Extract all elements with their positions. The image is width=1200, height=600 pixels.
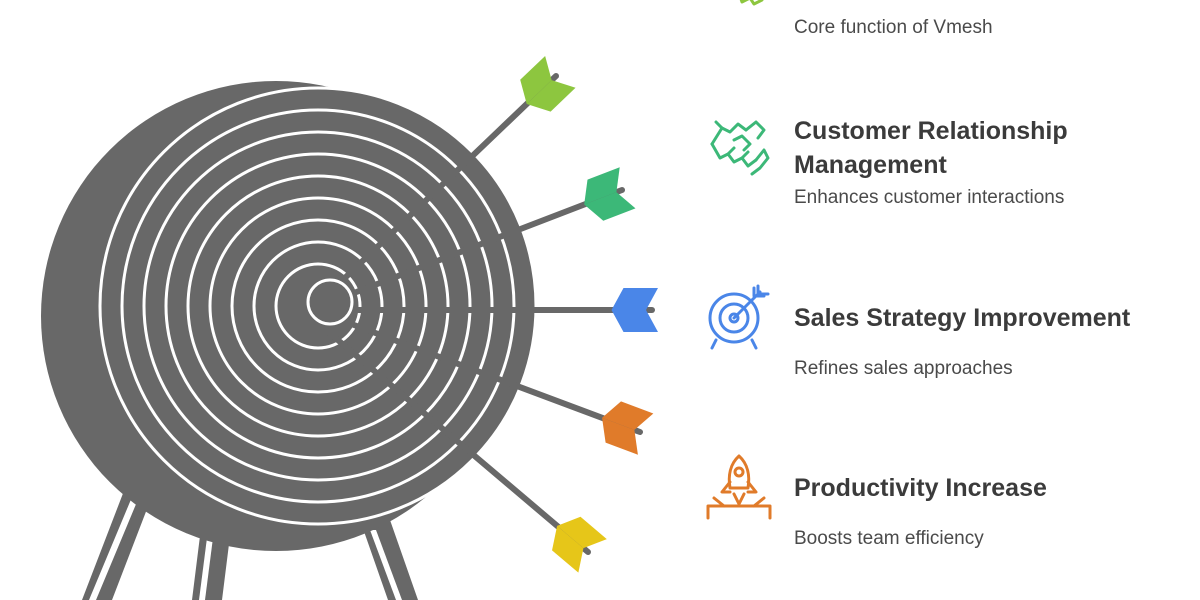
arrow-fletching xyxy=(602,401,654,430)
arrow-fletching xyxy=(526,80,576,112)
target-icon xyxy=(706,284,772,350)
arrow xyxy=(323,55,576,299)
arrow-fletching xyxy=(611,310,658,332)
item-title: Sales Strategy Improvement xyxy=(794,304,1131,332)
arrow xyxy=(343,167,636,299)
arrow-fletching xyxy=(557,516,607,549)
arrow-fletching xyxy=(584,192,636,221)
bullseye xyxy=(306,278,354,326)
arrow-shaft xyxy=(323,327,591,555)
item-title-line2: Management xyxy=(794,151,947,179)
arrow-fletching xyxy=(602,417,638,455)
arrow-shaft xyxy=(343,319,643,435)
item-description: Refines sales approaches xyxy=(794,358,1013,379)
arrow-fletching xyxy=(611,288,658,310)
arrow-shaft xyxy=(323,73,559,299)
arrows xyxy=(323,55,658,573)
rocket-icon xyxy=(704,452,774,522)
handshake-icon xyxy=(706,114,774,182)
arrow xyxy=(337,288,658,332)
arrow xyxy=(323,327,607,573)
arrow-shaft xyxy=(343,187,625,299)
arrow-fletching xyxy=(584,167,620,205)
arrow-fletching xyxy=(520,55,552,104)
item-description: Boosts team efficiency xyxy=(794,528,984,549)
item-title: Productivity Increase xyxy=(794,474,1047,502)
item-description: Enhances customer interactions xyxy=(794,187,1065,208)
arrow-fletching xyxy=(552,525,584,573)
item-description: Core function of Vmesh xyxy=(794,17,993,38)
item-title-line1: Customer Relationship xyxy=(794,117,1068,145)
arrow xyxy=(343,319,654,455)
gear-icon xyxy=(712,0,772,12)
